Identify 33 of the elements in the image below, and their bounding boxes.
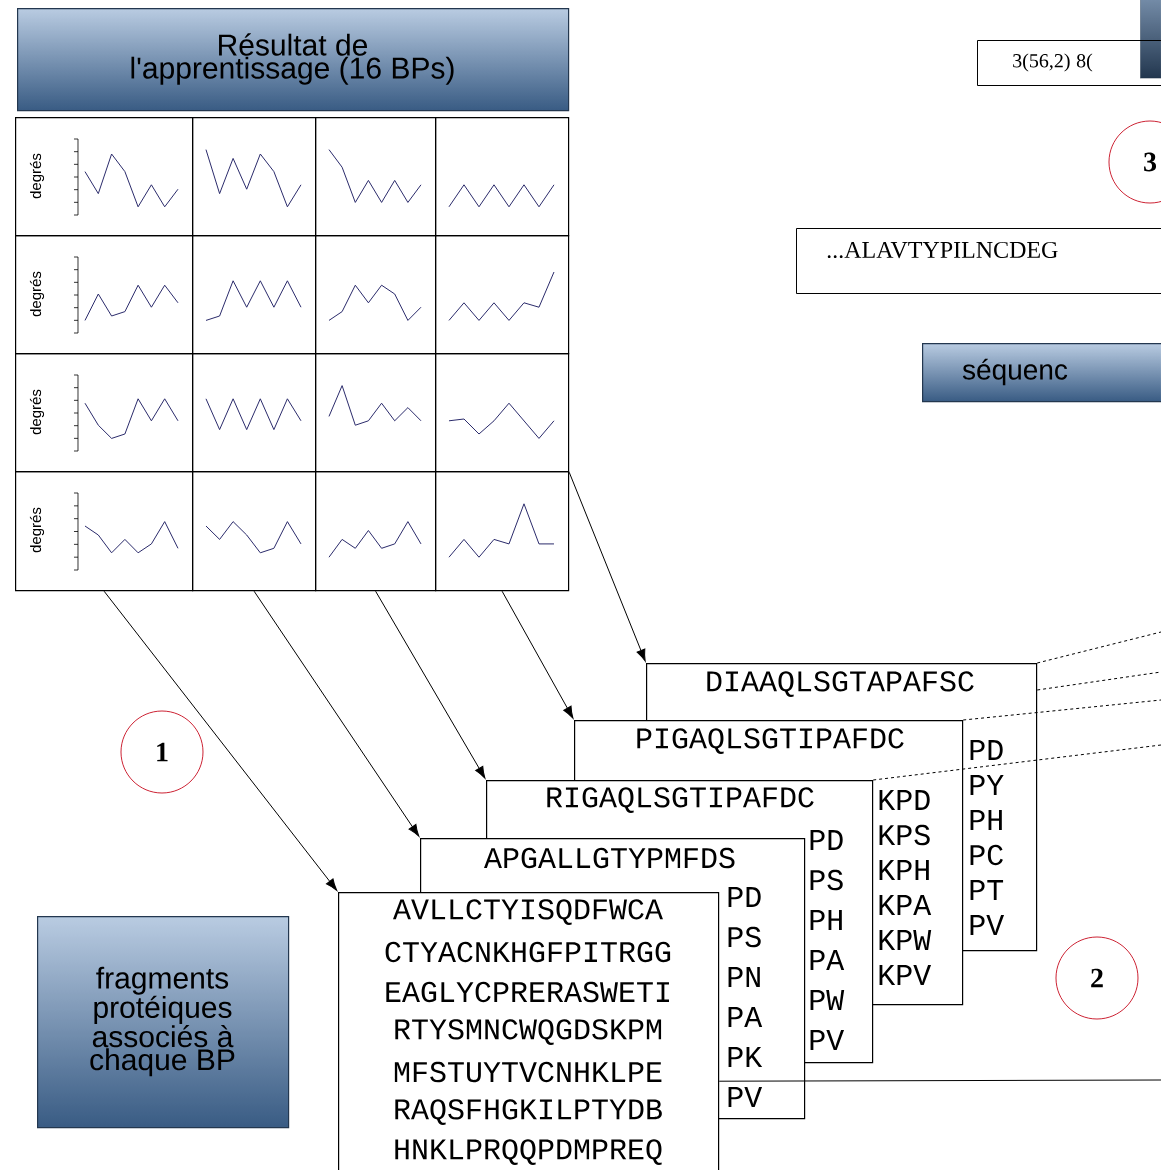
heading-box: Résultat de l'apprentissage (16 BPs) [17,8,570,112]
mini-chart [435,471,570,592]
arrow [375,590,486,779]
heading-box [1140,0,1161,79]
mini-chart [315,353,437,473]
mini-chart [435,235,570,355]
connector-line [1036,631,1161,664]
mini-chart [192,353,317,473]
mini-chart [192,117,317,237]
mini-chart: degrés [15,117,194,237]
arrow [103,590,338,891]
mini-chart [315,117,437,237]
heading-box: séquenc [922,343,1161,403]
mini-chart [192,235,317,355]
arrow [253,590,420,837]
mini-chart: degrés [15,471,194,592]
mini-chart: degrés [15,353,194,473]
connector-line [962,699,1161,721]
heading-box: fragments protéiques associés à chaque BP [37,916,290,1129]
arrow [568,471,646,662]
mini-chart [435,117,570,237]
mini-chart [315,235,437,355]
text-box: ...ALAVTYPILNCDEG [796,228,1161,294]
mini-chart [435,353,570,473]
text-box: 3(56,2) 8( [977,40,1161,86]
mini-chart [315,471,437,592]
connector-line [718,1079,1161,1082]
mini-chart: degrés [15,235,194,355]
arrow [501,590,574,719]
sequence-card: AVLLCTYISQDFWCA CTYACNKHGFPITRGG EAGLYCPRERASWETI RTYSMNCWQGDSKPM MFSTUYTVCNHKLPE RAQSFHGKILPTYDB HNKLPRQQPDMPREQ [338,892,720,1170]
connector-line [1036,671,1161,691]
mini-chart [192,471,317,592]
connector-line [872,744,1161,781]
